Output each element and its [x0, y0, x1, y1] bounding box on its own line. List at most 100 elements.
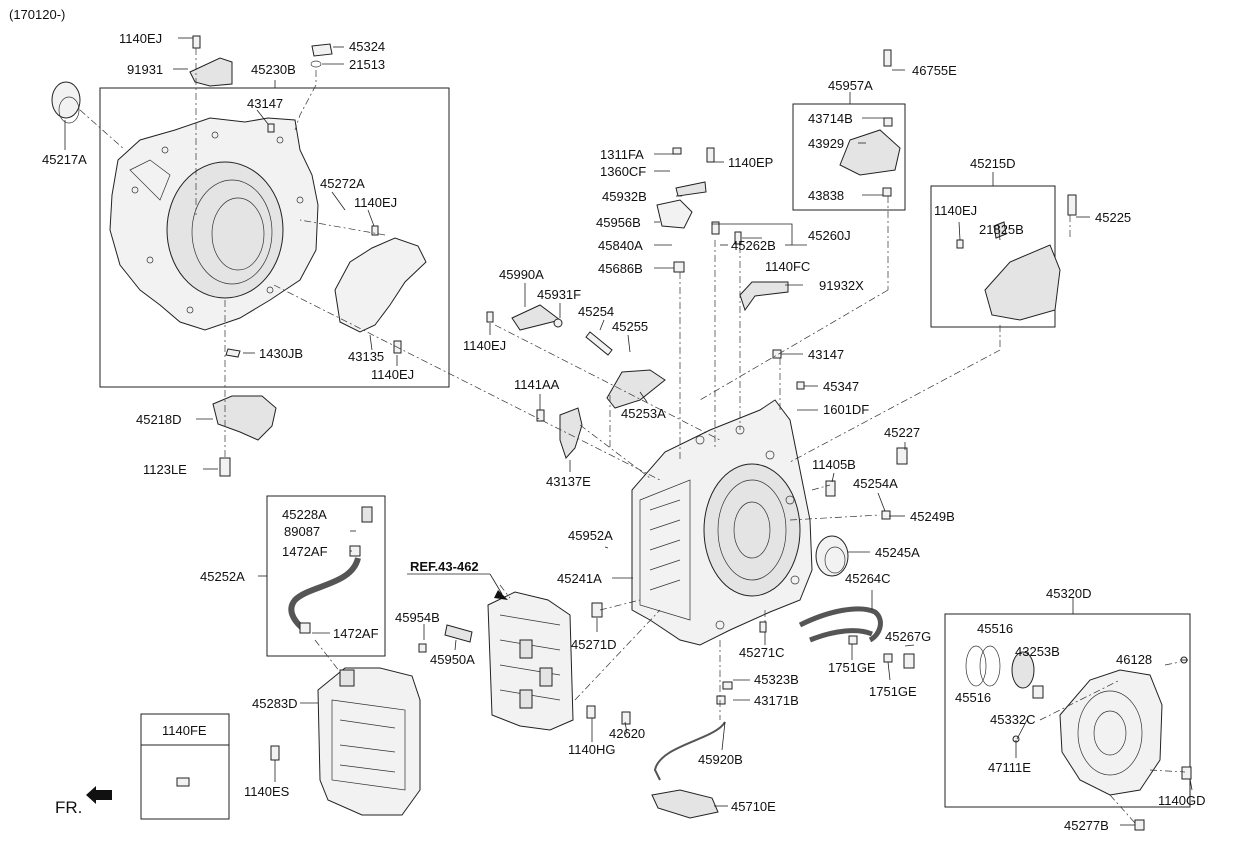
label-45254A[interactable]: 45254A	[853, 476, 898, 491]
label-1140EJ-top[interactable]: 1140EJ	[119, 31, 162, 46]
label-43135[interactable]: 43135	[348, 349, 384, 364]
label-1123LE[interactable]: 1123LE	[143, 462, 187, 477]
label-45264C[interactable]: 45264C	[845, 571, 891, 586]
label-45252A[interactable]: 45252A	[200, 569, 245, 584]
label-45952A[interactable]: 45952A	[568, 528, 613, 543]
label-1430JB[interactable]: 1430JB	[259, 346, 303, 361]
label-1141AA[interactable]: 1141AA	[514, 377, 560, 392]
label-91931[interactable]: 91931	[127, 62, 163, 77]
label-46128[interactable]: 46128	[1116, 652, 1152, 667]
label-43147-upper[interactable]: 43147	[247, 96, 283, 111]
label-1472AF-upper[interactable]: 1472AF	[282, 544, 328, 559]
plug-43253B	[1032, 685, 1044, 699]
harness-45920B-shape	[653, 721, 726, 781]
bracket-43929	[839, 129, 901, 176]
label-45516-lower[interactable]: 45516	[955, 690, 991, 705]
label-45267G[interactable]: 45267G	[885, 629, 931, 644]
label-1140EJ-bracket[interactable]: 1140EJ	[934, 203, 977, 218]
label-45320D[interactable]: 45320D	[1046, 586, 1092, 601]
label-45957A[interactable]: 45957A	[828, 78, 873, 93]
label-1751GE-left[interactable]: 1751GE	[828, 660, 876, 675]
label-43714B[interactable]: 43714B	[808, 111, 853, 126]
label-45332C[interactable]: 45332C	[990, 712, 1036, 727]
label-45253A[interactable]: 45253A	[621, 406, 666, 421]
label-91932X[interactable]: 91932X	[819, 278, 864, 293]
label-43838[interactable]: 43838	[808, 188, 844, 203]
label-21825B[interactable]: 21825B	[979, 222, 1024, 237]
label-45283D[interactable]: 45283D	[252, 696, 298, 711]
label-45271D[interactable]: 45271D	[571, 637, 617, 652]
label-45262B[interactable]: 45262B	[731, 238, 776, 253]
label-43171B[interactable]: 43171B	[754, 693, 799, 708]
label-45245A[interactable]: 45245A	[875, 545, 920, 560]
label-45218D[interactable]: 45218D	[136, 412, 182, 427]
front-arrow-icon	[86, 786, 112, 804]
reference-link[interactable]: REF.43-462	[410, 559, 479, 574]
label-89087[interactable]: 89087	[284, 524, 320, 539]
label-1360CF[interactable]: 1360CF	[600, 164, 646, 179]
label-1601DF[interactable]: 1601DF	[823, 402, 869, 417]
label-45230B[interactable]: 45230B	[251, 62, 296, 77]
label-45241A[interactable]: 45241A	[557, 571, 602, 586]
label-45254[interactable]: 45254	[578, 304, 614, 319]
bracket-91931	[189, 57, 233, 87]
label-47111E[interactable]: 47111E	[988, 760, 1031, 775]
label-1140FE[interactable]: 1140FE	[162, 723, 207, 738]
lever-45932B	[675, 181, 707, 197]
label-45840A[interactable]: 45840A	[598, 238, 643, 253]
label-45516-upper[interactable]: 45516	[977, 621, 1013, 636]
bolt-1123LE	[219, 457, 231, 477]
label-43147-lower[interactable]: 43147	[808, 347, 844, 362]
label-45920B[interactable]: 45920B	[698, 752, 743, 767]
label-45271C[interactable]: 45271C	[739, 645, 785, 660]
label-45990A[interactable]: 45990A	[499, 267, 544, 282]
ref-arrowhead	[494, 590, 508, 600]
label-1140ES[interactable]: 1140ES	[244, 784, 290, 799]
label-45710E[interactable]: 45710E	[731, 799, 776, 814]
label-1140FC[interactable]: 1140FC	[765, 259, 810, 274]
label-45255[interactable]: 45255	[612, 319, 648, 334]
label-1140EP[interactable]: 1140EP	[728, 155, 773, 170]
label-45260J[interactable]: 45260J	[808, 228, 851, 243]
label-45954B[interactable]: 45954B	[395, 610, 440, 625]
label-45932B[interactable]: 45932B	[602, 189, 647, 204]
label-43137E[interactable]: 43137E	[546, 474, 591, 489]
oring-45516-b	[979, 645, 1001, 687]
label-1140EJ-cover[interactable]: 1140EJ	[371, 367, 414, 382]
label-45215D[interactable]: 45215D	[970, 156, 1016, 171]
label-43929[interactable]: 43929	[808, 136, 844, 151]
bracket-91932X	[739, 281, 789, 312]
label-45277B[interactable]: 45277B	[1064, 818, 1109, 833]
label-45228A[interactable]: 45228A	[282, 507, 327, 522]
label-45686B[interactable]: 45686B	[598, 261, 643, 276]
label-1140EJ-housing[interactable]: 1140EJ	[354, 195, 397, 210]
label-46755E[interactable]: 46755E	[912, 63, 957, 78]
label-1311FA[interactable]: 1311FA	[600, 147, 644, 162]
label-45931F[interactable]: 45931F	[537, 287, 581, 302]
label-42620[interactable]: 42620	[609, 726, 645, 741]
label-45225[interactable]: 45225	[1095, 210, 1131, 225]
label-43253B[interactable]: 43253B	[1015, 644, 1060, 659]
label-1140GD[interactable]: 1140GD	[1158, 793, 1205, 808]
fitting-45228A	[361, 506, 373, 523]
label-21513[interactable]: 21513	[349, 57, 385, 72]
cover-group-box	[944, 613, 1191, 808]
label-45324[interactable]: 45324	[349, 39, 385, 54]
label-45347[interactable]: 45347	[823, 379, 859, 394]
label-1751GE-right[interactable]: 1751GE	[869, 684, 917, 699]
bracket-45218D	[212, 395, 277, 441]
solenoid-bracket-group-box	[792, 103, 906, 211]
label-45323B[interactable]: 45323B	[754, 672, 799, 687]
clip-21825B	[993, 221, 1007, 239]
label-45272A[interactable]: 45272A	[320, 176, 365, 191]
label-1472AF-lower[interactable]: 1472AF	[333, 626, 379, 641]
label-45249B[interactable]: 45249B	[910, 509, 955, 524]
label-45956B[interactable]: 45956B	[596, 215, 641, 230]
label-1140HG[interactable]: 1140HG	[568, 742, 615, 757]
label-1140EJ-lever[interactable]: 1140EJ	[463, 338, 506, 353]
label-45217A[interactable]: 45217A	[42, 152, 87, 167]
label-45950A[interactable]: 45950A	[430, 652, 475, 667]
label-45227[interactable]: 45227	[884, 425, 920, 440]
label-11405B[interactable]: 11405B	[812, 457, 856, 472]
